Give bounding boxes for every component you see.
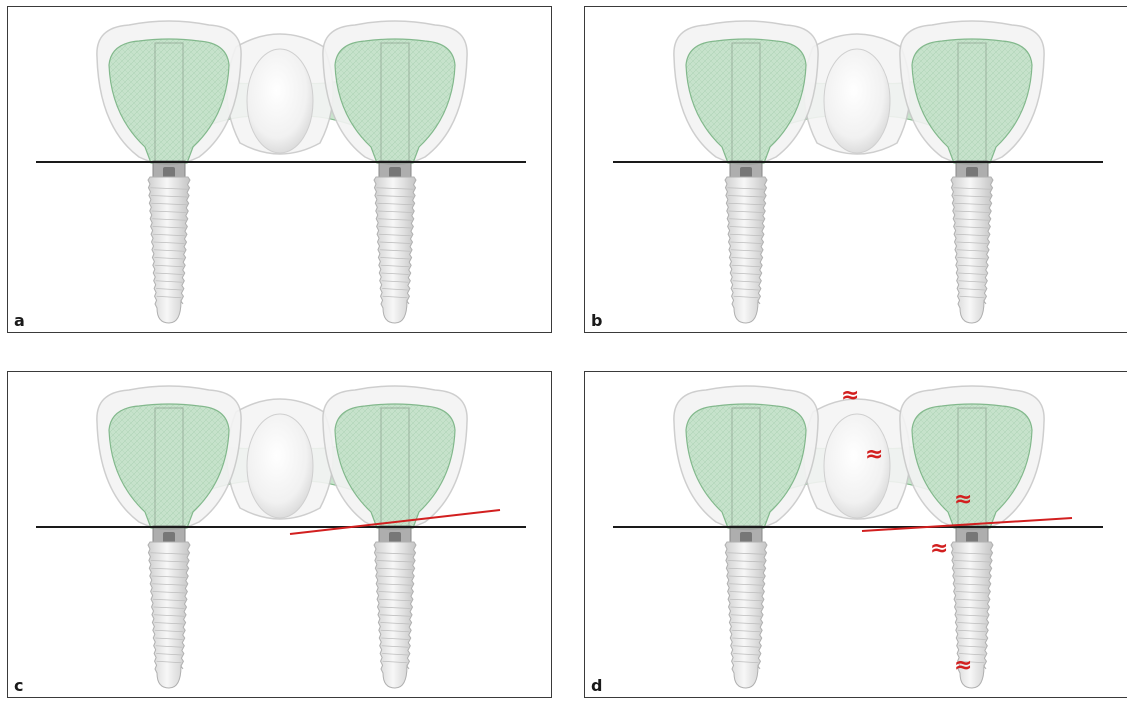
bridge	[613, 386, 1103, 688]
misfit-marker: ≈	[930, 539, 948, 559]
crown	[674, 21, 818, 165]
panel-d: d ≈ ≈ ≈ ≈ ≈	[584, 371, 1127, 698]
pontic	[247, 414, 313, 518]
crown	[323, 21, 467, 165]
pontic	[824, 49, 890, 153]
implant	[148, 526, 190, 688]
panel-a: a	[7, 6, 552, 333]
implant	[951, 161, 993, 323]
implant	[148, 161, 190, 323]
panel-label: d	[591, 677, 602, 695]
panel-label: b	[591, 312, 602, 330]
implant	[374, 161, 416, 323]
panel-b: b	[584, 6, 1127, 333]
implant	[374, 526, 416, 688]
implant	[725, 161, 767, 323]
bridge	[613, 21, 1103, 323]
bridge-diagram	[8, 372, 552, 698]
crown	[900, 21, 1044, 165]
misfit-marker: ≈	[954, 490, 972, 510]
misfit-marker: ≈	[841, 386, 859, 406]
misfit-marker: ≈	[865, 445, 883, 465]
implant	[725, 526, 767, 688]
bridge-diagram	[585, 372, 1127, 698]
panel-label: c	[14, 677, 23, 695]
crown	[674, 386, 818, 530]
bridge	[36, 386, 526, 688]
panel-label: a	[14, 312, 25, 330]
pontic	[247, 49, 313, 153]
crown	[97, 386, 241, 530]
bridge-diagram	[8, 7, 552, 333]
misfit-marker: ≈	[954, 656, 972, 676]
bridge	[36, 21, 526, 323]
crown	[97, 21, 241, 165]
crown	[323, 386, 467, 530]
panel-c: c	[7, 371, 552, 698]
bridge-diagram	[585, 7, 1127, 333]
